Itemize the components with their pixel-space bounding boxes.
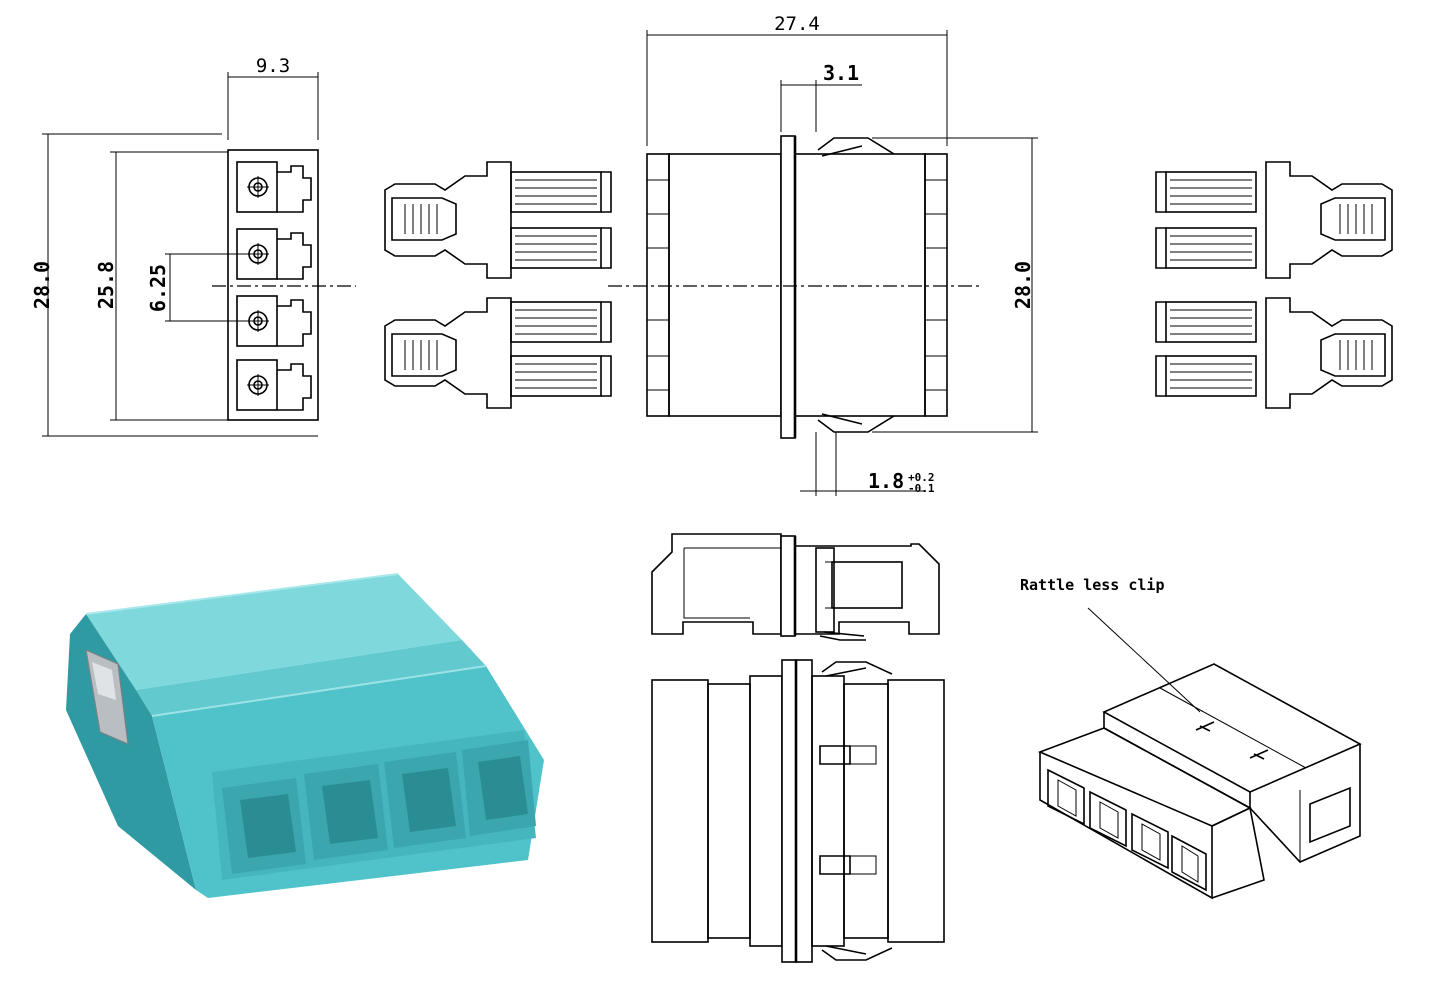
adapter-top-face bbox=[86, 574, 462, 690]
rattle-less-clip-slot-2 bbox=[1249, 749, 1269, 760]
left-connector-upper bbox=[384, 161, 612, 279]
port-4 bbox=[236, 359, 312, 411]
right-connectors bbox=[1155, 161, 1393, 409]
dim-tolerance-minus: -0.1 bbox=[908, 482, 935, 495]
dim-panel-thickness: 1.8 +0.2 -0.1 bbox=[800, 432, 935, 496]
isometric-drawing: Rattle less clip bbox=[1020, 576, 1362, 900]
dim-right-height: 28.0 bbox=[872, 137, 1038, 433]
bottom-side-view bbox=[651, 659, 945, 963]
dim-total-length-label: 27.4 bbox=[774, 13, 820, 35]
front-view: 9.3 28.0 25.8 6.25 bbox=[30, 55, 356, 437]
front-view-body bbox=[227, 149, 319, 421]
port-2 bbox=[236, 228, 312, 280]
dim-right-height-label: 28.0 bbox=[1011, 261, 1035, 309]
dim-inner-height-label: 25.8 bbox=[94, 261, 118, 309]
adapter-photo-ports bbox=[222, 740, 536, 874]
dim-panel-thickness-label: 1.8 bbox=[868, 469, 904, 493]
clip-leader-line bbox=[1087, 607, 1201, 713]
right-connector-upper bbox=[1155, 161, 1393, 279]
clip-label: Rattle less clip bbox=[1020, 576, 1165, 594]
dim-total-length: 27.4 bbox=[646, 13, 948, 146]
top-view bbox=[651, 533, 940, 641]
rattle-less-clip-slot-1 bbox=[1195, 721, 1215, 732]
dim-width-side-label: 9.3 bbox=[256, 55, 290, 77]
side-view: 27.4 3.1 28.0 1.8 +0.2 -0.1 bbox=[608, 13, 1038, 496]
dim-flange-label: 3.1 bbox=[823, 61, 859, 85]
port-1 bbox=[236, 161, 312, 213]
dim-inner-height: 25.8 bbox=[94, 151, 228, 421]
dim-total-height: 28.0 bbox=[30, 133, 318, 437]
dim-width-side: 9.3 bbox=[227, 55, 319, 140]
left-connectors bbox=[384, 161, 612, 409]
side-view-clip-bottom bbox=[817, 413, 895, 433]
adapter-photo bbox=[66, 573, 544, 898]
dim-pitch: 6.25 bbox=[146, 253, 250, 322]
bottom-view-clip-bottom bbox=[821, 945, 893, 961]
right-connector-lower bbox=[1155, 297, 1393, 409]
dim-total-height-label: 28.0 bbox=[30, 261, 54, 309]
dim-tolerance-plus: +0.2 bbox=[908, 471, 935, 484]
dim-flange: 3.1 bbox=[780, 61, 862, 132]
left-connector-lower bbox=[384, 297, 612, 409]
dim-pitch-label: 6.25 bbox=[146, 264, 170, 312]
side-view-clip-top bbox=[817, 137, 895, 157]
bottom-view-clip-top bbox=[821, 661, 893, 677]
isometric-ports bbox=[1047, 768, 1207, 892]
front-view-ports bbox=[236, 161, 312, 411]
